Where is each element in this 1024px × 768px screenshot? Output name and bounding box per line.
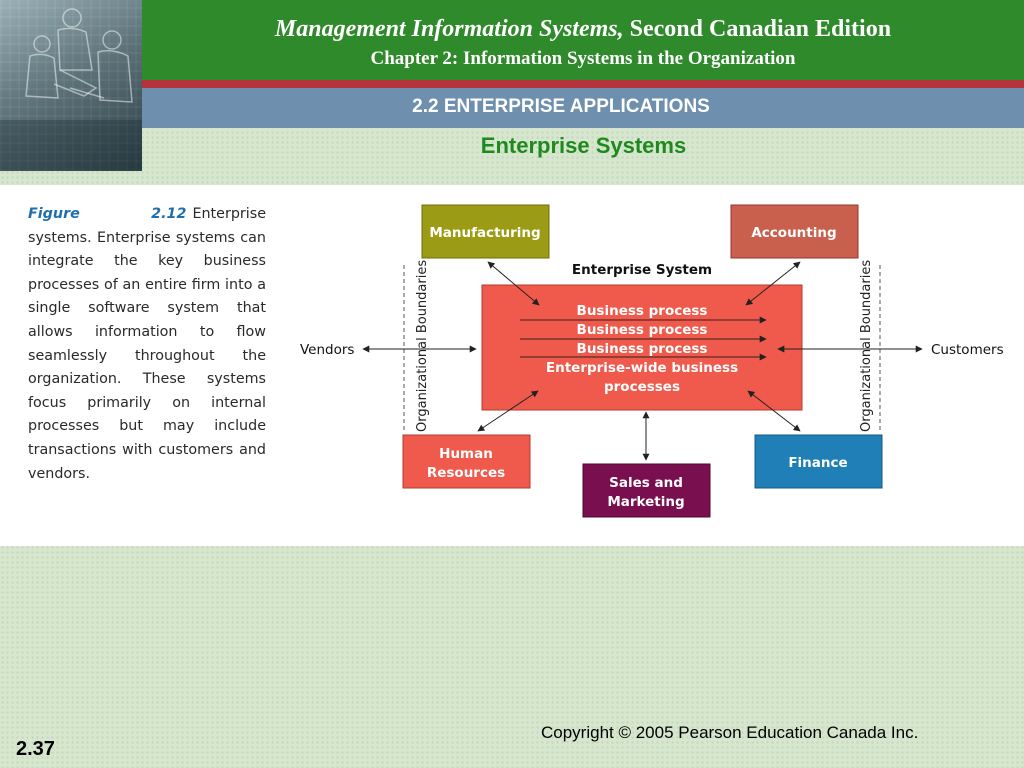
book-title-edition: Second Canadian Edition [623,16,892,42]
copyright-notice: Copyright © 2005 Pearson Education Canad… [541,723,919,742]
manufacturing-connector [487,261,540,306]
business-process-label: Business process [577,303,708,319]
chapter-title: Chapter 2: Information Systems in the Or… [370,48,796,69]
header-divider [142,80,1024,88]
manufacturing-label: Manufacturing [429,225,540,241]
figure-label: Figure 2.12 [28,206,187,222]
enterprise-system-diagram: Organizational Boundaries Organizational… [300,204,1004,518]
right-boundary-label: Organizational Boundaries [859,260,874,432]
finance-module [754,434,883,489]
header-photo [0,0,142,171]
enterprise-wide-label: Enterprise-wide business [546,360,738,376]
sales-marketing-label: Marketing [607,494,684,510]
left-boundary-label: Organizational Boundaries [415,260,430,432]
book-title-italic: Management Information Systems, [274,16,624,42]
business-process-label: Business process [577,322,708,338]
finance-connector [747,390,801,432]
human-resources-label: Human [439,446,493,462]
enterprise-system-label: Enterprise System [572,262,712,278]
customers-label: Customers [931,342,1004,358]
enterprise-wide-label: processes [604,379,680,395]
accounting-connector [745,261,801,306]
figure-caption-text: Enterprise systems. Enterprise systems c… [28,206,266,482]
section-band [142,88,1024,128]
book-title: Management Information Systems, Second C… [142,16,1024,43]
human-resources-module [402,434,531,489]
finance-label: Finance [788,455,847,471]
vendors-label: Vendors [300,342,354,358]
accounting-module [730,204,859,259]
slide-heading: Enterprise Systems [480,133,687,158]
slide-number: 2.37 [16,738,55,760]
section-title: 2.2 ENTERPRISE APPLICATIONS [412,96,710,117]
business-people-image [0,8,142,171]
human-resources-label: Resources [427,465,505,481]
business-process-label: Business process [577,341,708,357]
sales-marketing-label: Sales and [609,475,683,491]
accounting-label: Accounting [751,225,836,241]
human-resources-connector [477,390,539,432]
header-band [142,0,1024,80]
manufacturing-module [421,204,550,259]
sales-marketing-module [582,463,711,518]
